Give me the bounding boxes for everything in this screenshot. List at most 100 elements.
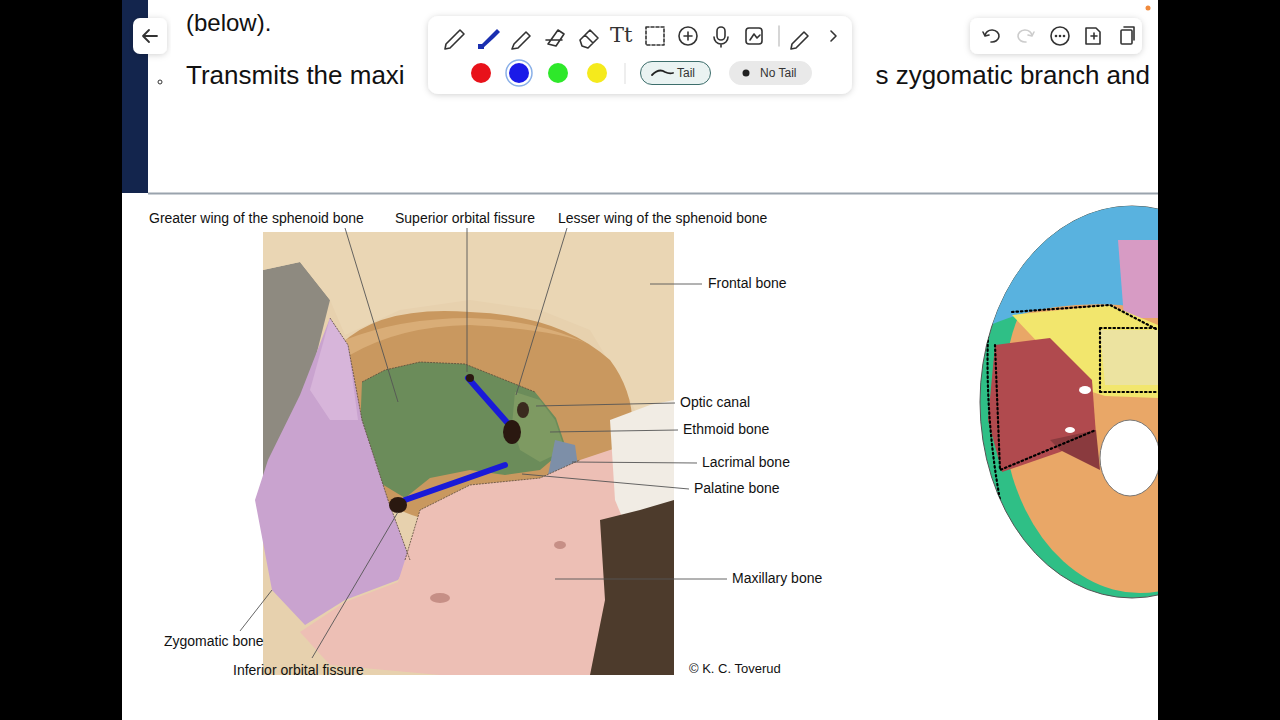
- toggle-pill: No Tail: [729, 61, 812, 85]
- blue-pen-tip: [478, 44, 484, 49]
- more-dots: [1055, 35, 1066, 38]
- red-swatch: [471, 63, 491, 83]
- toolbar-icons-part: [791, 32, 808, 49]
- anatomy-label: Superior orbital fissure: [395, 210, 535, 226]
- blue-swatch: [509, 63, 529, 83]
- skull-base-illustration: [980, 195, 1158, 598]
- icon-shape: [652, 71, 673, 75]
- orbit-illustration-part-part: [330, 318, 410, 560]
- selected-ring: [506, 60, 532, 86]
- bullet: [158, 80, 162, 84]
- orbit-illustration-part: [389, 497, 407, 513]
- anatomy-label: Ethmoid bone: [683, 421, 769, 437]
- anatomy-label: Greater wing of the sphenoid bone: [149, 210, 364, 226]
- orbit-illustration-part: [330, 318, 580, 560]
- skull-base-illustration-part-part: [1100, 420, 1158, 496]
- orbit-illustration: [255, 232, 674, 675]
- anatomy-label: Optic canal: [680, 394, 750, 410]
- right-toolbar-icons-part: [1018, 30, 1034, 42]
- green-swatch: [548, 63, 568, 83]
- anatomy-label: Lesser wing of the sphenoid bone: [558, 210, 767, 226]
- right-toolbar-icons-part: [1121, 30, 1132, 44]
- toolbar-icons-part: [646, 27, 664, 45]
- toolbar-icons-part: [778, 26, 780, 46]
- right-toolbar: [970, 18, 1142, 54]
- toolbar-icons-part: [714, 37, 728, 47]
- anatomy-label: Palatine bone: [694, 480, 780, 496]
- leader-lines: [240, 228, 727, 658]
- text-tool-icon: Tt: [610, 23, 632, 47]
- back-button: [133, 18, 167, 54]
- orbit-illustration-part: [466, 374, 474, 382]
- anatomy-label: Maxillary bone: [732, 570, 822, 586]
- toolbar-icons-part: [831, 31, 836, 41]
- skull-base-illustration-part-part: [1100, 330, 1158, 385]
- leader-lines-part: [536, 403, 675, 406]
- leader-lines-part: [516, 228, 567, 395]
- right-toolbar-icons-part: [1086, 28, 1100, 44]
- skull-base-illustration-part-part: [1050, 430, 1100, 470]
- note-text: (below).: [186, 9, 271, 37]
- right-toolbar-part: [970, 18, 1142, 54]
- leader-lines-part: [550, 430, 678, 432]
- anatomy-label: Lacrimal bone: [702, 454, 790, 470]
- anatomy-label: Inferior orbital fissure: [233, 662, 364, 678]
- icon-shape: [743, 70, 750, 77]
- yellow-swatch: [587, 63, 607, 83]
- orbit-illustration-part: [517, 402, 529, 418]
- toolbar-icons-part: [445, 30, 464, 49]
- leader-lines-part: [650, 284, 702, 285]
- skull-base-illustration-part-part: [1065, 427, 1075, 433]
- toolbar-icons-part: [546, 30, 564, 46]
- leader-lines-part: [555, 579, 727, 580]
- skull-base-illustration-part-part-part: [1012, 305, 1158, 330]
- right-toolbar-icons-part: [1124, 27, 1134, 40]
- status-dot: [1146, 6, 1151, 11]
- back-button-part: [133, 18, 167, 54]
- pen-toolbar: [428, 16, 852, 94]
- leader-lines-part: [572, 462, 697, 463]
- leader-lines-part: [522, 474, 689, 489]
- orbit-illustration-part: [554, 541, 566, 549]
- divider: [148, 193, 1158, 195]
- toolbar-icons: [445, 26, 836, 49]
- pen-toolbar-part: [428, 16, 852, 94]
- note-text: Transmits the maxi: [186, 61, 405, 91]
- orbit-illustration-part: [405, 465, 505, 500]
- anatomy-label: Zygomatic bone: [164, 633, 264, 649]
- orbit-illustration-part-part: [405, 460, 580, 560]
- pill-text: Tail: [677, 66, 695, 80]
- note-text: s zygomatic branch and: [875, 61, 1150, 91]
- toolbar-icons-part: [750, 34, 760, 40]
- tail-icon: [649, 66, 675, 80]
- anatomy-label: Frontal bone: [708, 275, 787, 291]
- more-dots-part: [1059, 35, 1062, 38]
- orbit-illustration-part: [503, 420, 521, 444]
- orbit-illustration-part: [468, 378, 512, 428]
- leader-lines-part: [312, 512, 398, 658]
- toolbar-icons-part: [580, 30, 598, 48]
- more-dots-part: [1055, 35, 1058, 38]
- right-toolbar-icons-part: [983, 30, 999, 42]
- orbit-illustration-part: [310, 318, 358, 420]
- separator: [625, 63, 626, 84]
- pill-text: No Tail: [760, 66, 796, 80]
- leader-lines-part: [240, 590, 272, 631]
- toolbar-icons-part: [746, 28, 762, 44]
- skull-base-illustration-part-part: [988, 300, 1158, 500]
- leader-lines-part: [467, 228, 468, 372]
- toolbar-icons-part: [684, 32, 692, 40]
- leader-lines-part: [345, 228, 398, 402]
- orbit-illustration-part-part: [362, 362, 535, 392]
- toolbar-icons-part: [512, 32, 530, 49]
- skull-base-illustration-part-part: [1118, 240, 1158, 318]
- toolbar-icons-part: [679, 27, 697, 45]
- skull-base-illustration-part-part-part: [988, 300, 1000, 500]
- skull-base-illustration-part-part: [1079, 386, 1091, 394]
- skull-base-illustration-part-part-part: [1100, 328, 1158, 392]
- toolbar-icons-part: [717, 27, 725, 40]
- right-toolbar-icons-part: [1051, 27, 1069, 45]
- toggle-pill: Tail: [640, 61, 711, 85]
- more-dots-part: [1063, 35, 1066, 38]
